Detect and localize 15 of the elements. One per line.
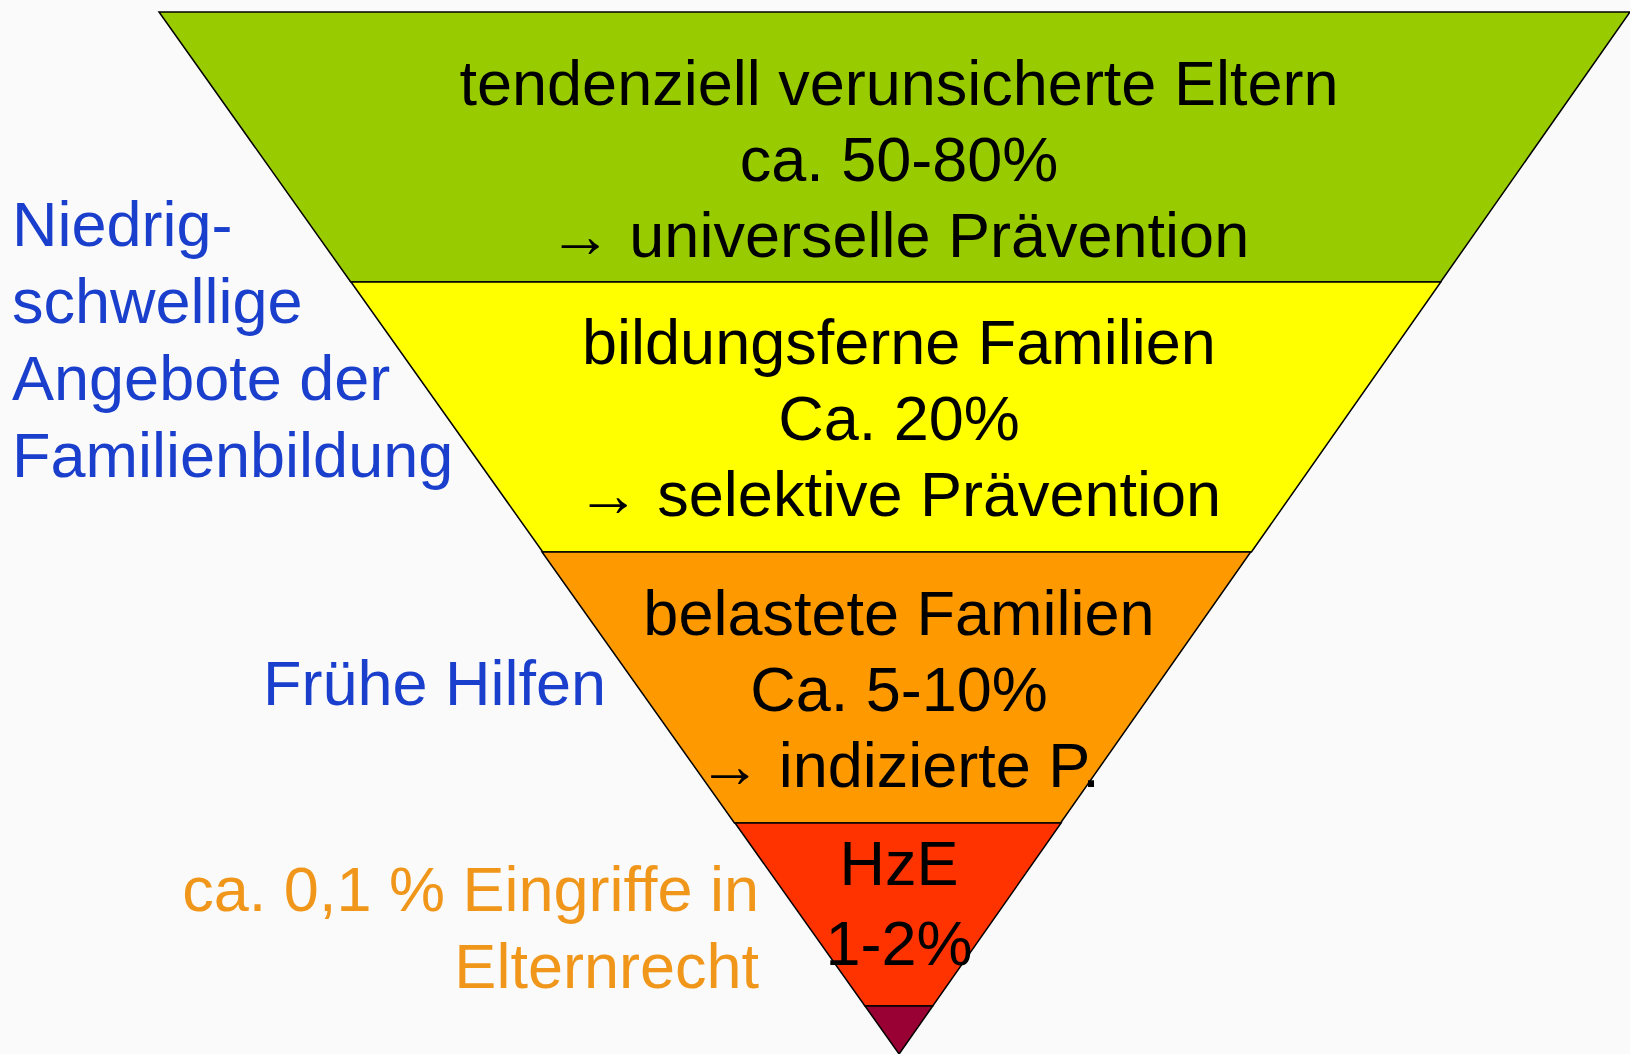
band-heading: bildungsferne Familien xyxy=(582,306,1216,379)
band-text: → universelle Prävention xyxy=(548,199,1250,272)
side-label: Frühe Hilfen xyxy=(263,647,608,720)
band-text: → indizierte P. xyxy=(698,729,1100,802)
tip-triangle xyxy=(864,1006,933,1054)
band-heading: belastete Familien xyxy=(643,577,1155,650)
side-label: Niedrig- schwellige Angebote der Familienbildung xyxy=(12,188,455,492)
band-text: Ca. 5-10% xyxy=(750,653,1048,726)
band-heading: HzE xyxy=(839,827,959,900)
side-label: ca. 0,1 % Eingriffe in Elternrecht xyxy=(181,853,759,1003)
band-text: ca. 50-80% xyxy=(739,123,1059,196)
band-text: 1-2% xyxy=(825,907,973,980)
band-heading: tendenziell verunsicherte Eltern xyxy=(459,47,1339,120)
band-text: → selektive Prävention xyxy=(576,458,1222,531)
band-text: Ca. 20% xyxy=(778,382,1020,455)
